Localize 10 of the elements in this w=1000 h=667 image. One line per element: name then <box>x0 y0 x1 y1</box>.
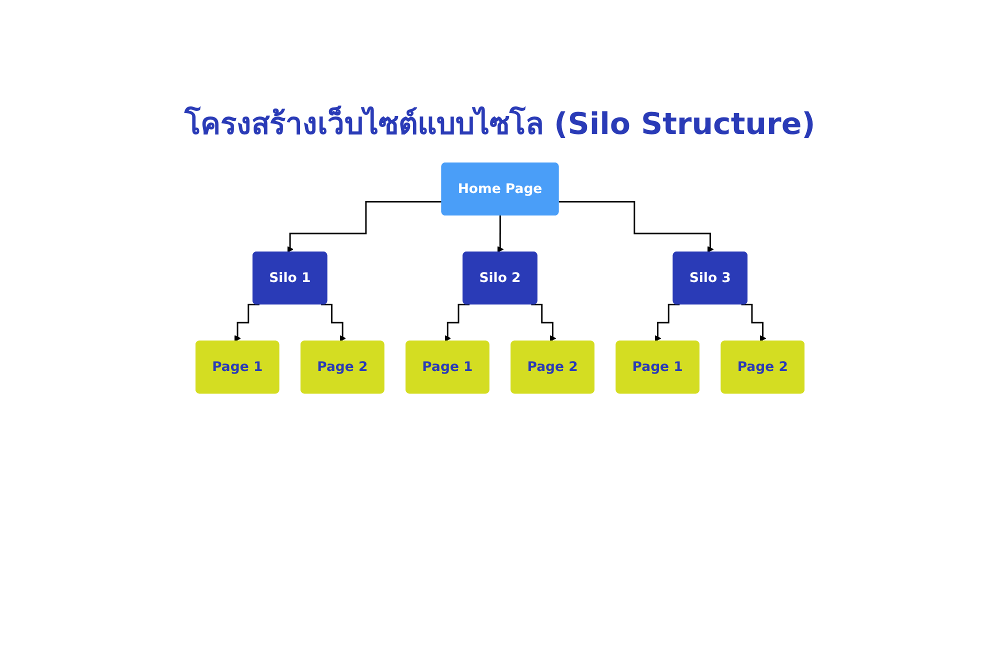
arrow <box>558 201 714 253</box>
diagram-title: โครงสร้างเว็บไซต์แบบไซโล (Silo Structure) <box>184 104 816 144</box>
arrow <box>741 304 766 342</box>
arrow <box>321 304 346 342</box>
arrow <box>286 201 442 253</box>
arrow <box>497 214 504 253</box>
arrow <box>531 304 556 342</box>
arrow <box>444 304 470 342</box>
arrow <box>654 304 680 342</box>
arrow <box>234 304 260 342</box>
